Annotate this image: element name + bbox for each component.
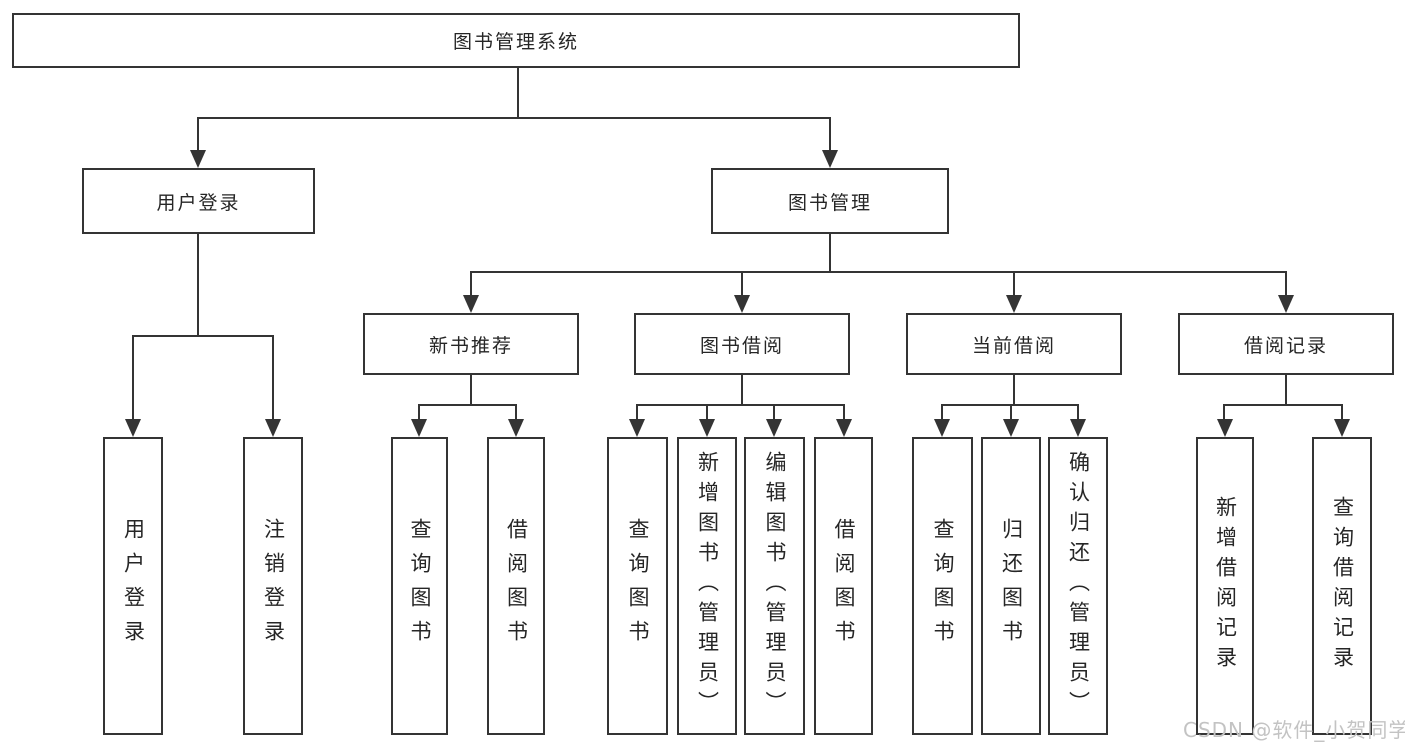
node-borrowing-records-label: 借阅记录 — [1243, 334, 1328, 357]
arrow-down-icon — [1006, 295, 1022, 313]
csdn-watermark: CSDN @软件_小贺同学 — [1183, 718, 1405, 742]
arrow-down-icon — [629, 419, 645, 437]
leaf-current-confirm-return-admin-label: 确认归还（管理员） — [1066, 451, 1091, 721]
leaf-user-login: 用户登录 — [103, 437, 163, 735]
connector-line — [1285, 271, 1287, 299]
connector-line — [829, 117, 831, 153]
node-book-borrowing: 图书借阅 — [634, 313, 850, 375]
connector-line — [1341, 404, 1343, 424]
leaf-logout: 注销登录 — [243, 437, 303, 735]
connector-line — [843, 404, 845, 424]
arrow-down-icon — [766, 419, 782, 437]
connector-line — [1013, 375, 1015, 406]
node-root-system: 图书管理系统 — [12, 13, 1020, 68]
connector-line — [741, 375, 743, 406]
leaf-borrowing-query-books: 查询图书 — [607, 437, 668, 735]
leaf-current-query-books-label: 查询图书 — [931, 518, 955, 654]
arrow-down-icon — [1003, 419, 1019, 437]
leaf-current-confirm-return-admin: 确认归还（管理员） — [1048, 437, 1108, 735]
node-user-login-label: 用户登录 — [156, 191, 241, 214]
leaf-borrowing-add-books-admin-label: 新增图书（管理员） — [695, 451, 720, 721]
leaf-user-login-label: 用户登录 — [121, 518, 146, 654]
leaf-borrowing-edit-books-admin: 编辑图书（管理员） — [744, 437, 805, 735]
connector-line — [517, 68, 519, 119]
node-book-management-label: 图书管理 — [787, 191, 872, 214]
leaf-current-query-books: 查询图书 — [912, 437, 973, 735]
node-new-book-recommend: 新书推荐 — [363, 313, 579, 375]
arrow-down-icon — [411, 419, 427, 437]
connector-line — [515, 404, 517, 424]
arrow-down-icon — [125, 419, 141, 437]
leaf-records-add-record-label: 新增借阅记录 — [1213, 496, 1238, 676]
connector-line — [1010, 404, 1012, 424]
arrow-down-icon — [822, 150, 838, 168]
leaf-newbooks-borrow-books: 借阅图书 — [487, 437, 545, 735]
node-root-system-label: 图书管理系统 — [452, 31, 579, 53]
arrow-down-icon — [265, 419, 281, 437]
arrow-down-icon — [1217, 419, 1233, 437]
arrow-down-icon — [934, 419, 950, 437]
arrow-down-icon — [734, 295, 750, 313]
connector-line — [741, 271, 743, 299]
arrow-down-icon — [1070, 419, 1086, 437]
leaf-current-return-books: 归还图书 — [981, 437, 1041, 735]
connector-line — [272, 335, 274, 423]
arrow-down-icon — [190, 150, 206, 168]
connector-line — [1013, 271, 1015, 299]
connector-line — [941, 404, 943, 424]
connector-line — [197, 117, 199, 153]
leaf-records-add-record: 新增借阅记录 — [1196, 437, 1254, 735]
node-current-borrowing-label: 当前借阅 — [971, 334, 1056, 357]
connector-line — [418, 404, 517, 406]
arrow-down-icon — [463, 295, 479, 313]
connector-line — [1223, 404, 1343, 406]
node-user-login: 用户登录 — [82, 168, 315, 234]
node-current-borrowing: 当前借阅 — [906, 313, 1122, 375]
leaf-newbooks-borrow-books-label: 借阅图书 — [504, 518, 529, 654]
connector-line — [132, 335, 134, 423]
leaf-newbooks-query-books-label: 查询图书 — [408, 518, 432, 654]
connector-line — [829, 234, 831, 273]
arrow-down-icon — [508, 419, 524, 437]
connector-line — [1077, 404, 1079, 424]
node-borrowing-records: 借阅记录 — [1178, 313, 1394, 375]
connector-line — [1223, 404, 1225, 424]
arrow-down-icon — [1278, 295, 1294, 313]
connector-line — [470, 375, 472, 406]
node-book-management: 图书管理 — [711, 168, 949, 234]
leaf-newbooks-query-books: 查询图书 — [391, 437, 448, 735]
connector-line — [706, 404, 708, 424]
leaf-borrowing-query-books-label: 查询图书 — [626, 518, 650, 654]
leaf-current-return-books-label: 归还图书 — [999, 518, 1024, 654]
node-book-borrowing-label: 图书借阅 — [699, 334, 784, 357]
leaf-borrowing-borrow-books-label: 借阅图书 — [832, 518, 856, 654]
connector-line — [773, 404, 775, 424]
connector-line — [132, 335, 274, 337]
connector-line — [636, 404, 845, 406]
connector-line — [470, 271, 472, 299]
leaf-logout-label: 注销登录 — [261, 518, 286, 654]
connector-line — [197, 234, 199, 337]
node-new-book-recommend-label: 新书推荐 — [428, 334, 513, 357]
leaf-borrowing-borrow-books: 借阅图书 — [814, 437, 873, 735]
leaf-records-query-record-label: 查询借阅记录 — [1330, 496, 1355, 676]
connector-line — [418, 404, 420, 424]
leaf-borrowing-edit-books-admin-label: 编辑图书（管理员） — [763, 451, 787, 721]
arrow-down-icon — [1334, 419, 1350, 437]
connector-line — [198, 117, 831, 119]
leaf-records-query-record: 查询借阅记录 — [1312, 437, 1372, 735]
leaf-borrowing-add-books-admin: 新增图书（管理员） — [677, 437, 737, 735]
connector-line — [470, 271, 1287, 273]
arrow-down-icon — [836, 419, 852, 437]
connector-line — [1285, 375, 1287, 406]
connector-line — [636, 404, 638, 424]
arrow-down-icon — [699, 419, 715, 437]
